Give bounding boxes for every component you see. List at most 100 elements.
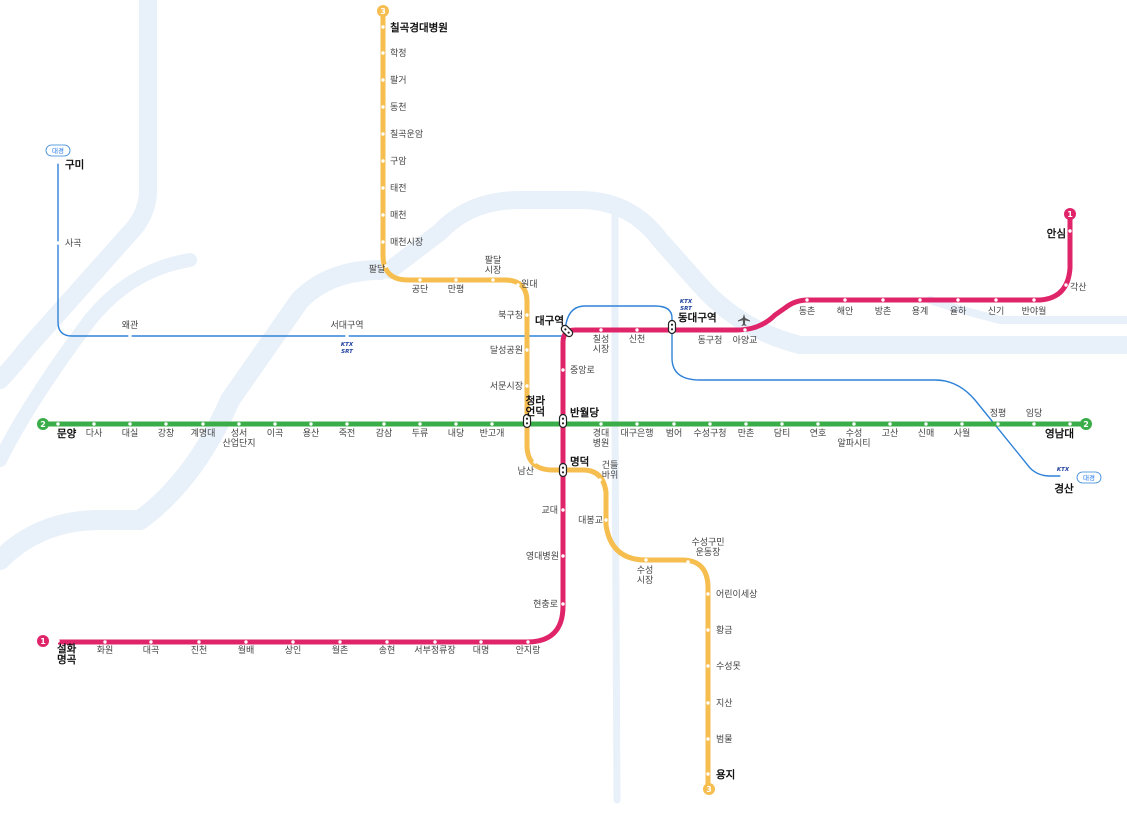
station-igok[interactable]: 이곡 bbox=[267, 428, 284, 439]
station-yulha[interactable]: 율하 bbox=[950, 306, 967, 317]
station-bangchon[interactable]: 방촌 bbox=[875, 306, 892, 317]
station-yonggye[interactable]: 용계 bbox=[912, 305, 929, 317]
station-beommul[interactable]: 범물 bbox=[716, 734, 733, 745]
station-ansim[interactable]: 안심 bbox=[1047, 227, 1066, 240]
station-munyang[interactable]: 문양 bbox=[57, 428, 77, 440]
station-bangogae[interactable]: 반고개 bbox=[480, 428, 505, 439]
transfer-banwoldang[interactable] bbox=[558, 413, 568, 429]
station-manpyeong[interactable]: 만평 bbox=[448, 284, 465, 295]
station-jukjeon[interactable]: 죽전 bbox=[339, 428, 356, 439]
station-hakjeong[interactable]: 학정 bbox=[390, 48, 407, 59]
transfer-cheongna[interactable] bbox=[522, 413, 532, 429]
station-sincheon[interactable]: 신천 bbox=[629, 334, 646, 345]
station-maecheon_market[interactable]: 매천시장 bbox=[390, 237, 423, 248]
station-sagok[interactable]: 사곡 bbox=[65, 238, 82, 249]
station-dongchon[interactable]: 동촌 bbox=[799, 306, 816, 317]
station-wondae[interactable]: 원대 bbox=[521, 279, 538, 290]
station-singi[interactable]: 신기 bbox=[988, 306, 1005, 317]
station-gosan[interactable]: 고산 bbox=[882, 428, 899, 439]
station-myeongdeok[interactable]: 명덕 bbox=[570, 455, 589, 468]
station-imdang[interactable]: 임당 bbox=[1026, 407, 1043, 419]
station-hwanggeum[interactable]: 황금 bbox=[716, 625, 733, 636]
station-taejeon[interactable]: 태전 bbox=[390, 183, 407, 194]
station-dot-palda bbox=[384, 264, 388, 268]
station-jungangno[interactable]: 중앙로 bbox=[570, 364, 595, 376]
station-haean[interactable]: 해안 bbox=[837, 306, 854, 317]
station-guam[interactable]: 구암 bbox=[390, 155, 407, 167]
station-daebong[interactable]: 대봉교 bbox=[578, 515, 603, 526]
station-jincheon[interactable]: 진천 bbox=[191, 645, 208, 656]
station-duryu[interactable]: 두류 bbox=[412, 428, 429, 439]
station-naedang[interactable]: 내당 bbox=[448, 428, 465, 439]
transfer-daegu[interactable] bbox=[560, 324, 574, 338]
transfer-dongdaegu[interactable] bbox=[667, 319, 677, 335]
station-children[interactable]: 어린이세상 bbox=[716, 589, 757, 600]
station-gongdan[interactable]: 공단 bbox=[412, 284, 429, 295]
station-jisan[interactable]: 지산 bbox=[716, 698, 733, 709]
station-daegu_bank[interactable]: 대구은행 bbox=[620, 427, 653, 439]
station-maecheon[interactable]: 매천 bbox=[390, 210, 407, 221]
station-yongji[interactable]: 용지 bbox=[716, 768, 735, 781]
station-yongsan[interactable]: 용산 bbox=[303, 428, 320, 439]
station-dongdaegu_exit[interactable]: 동구청 bbox=[698, 335, 723, 346]
station-dasa[interactable]: 다사 bbox=[86, 428, 103, 439]
station-palgeo[interactable]: 팔거 bbox=[390, 74, 407, 86]
station-daegok[interactable]: 대곡 bbox=[143, 645, 160, 656]
station-seomun[interactable]: 서문시장 bbox=[490, 381, 523, 392]
station-hwawon[interactable]: 화원 bbox=[97, 645, 114, 656]
station-anjirang[interactable]: 안지랑 bbox=[516, 644, 541, 656]
station-gumi[interactable]: 구미 bbox=[65, 158, 84, 171]
station-banwoldang[interactable]: 반월당 bbox=[570, 406, 599, 419]
station-gyodae[interactable]: 교대 bbox=[541, 505, 558, 516]
station-gaksan[interactable]: 각산 bbox=[1070, 281, 1087, 293]
station-suseong_gu[interactable]: 수성구청 bbox=[693, 428, 726, 439]
station-dongcheon[interactable]: 동천 bbox=[390, 102, 407, 113]
station-jeongpyeong[interactable]: 정평 bbox=[990, 408, 1007, 419]
station-sinmae[interactable]: 신매 bbox=[918, 428, 935, 439]
station-suseongmot[interactable]: 수성못 bbox=[716, 661, 741, 672]
station-dalseong[interactable]: 달성공원 bbox=[490, 344, 523, 356]
station-seodaegu[interactable]: 서대구역 bbox=[330, 320, 363, 331]
station-yeonho[interactable]: 연호 bbox=[810, 428, 827, 439]
station-waegwan[interactable]: 왜관 bbox=[122, 320, 139, 331]
station-gyemyeong[interactable]: 계명대 bbox=[191, 427, 216, 439]
station-seobu[interactable]: 서부정류장 bbox=[414, 645, 455, 656]
station-songhyeon[interactable]: 송현 bbox=[379, 645, 396, 656]
station-gangchang[interactable]: 강창 bbox=[158, 428, 175, 439]
station-palda[interactable]: 팔달 bbox=[369, 263, 386, 275]
station-sawol[interactable]: 사월 bbox=[954, 427, 971, 439]
station-beomeo[interactable]: 범어 bbox=[666, 428, 683, 439]
station-yeungnam[interactable]: 영남대 bbox=[1045, 427, 1074, 440]
station-wolbae[interactable]: 월배 bbox=[238, 644, 255, 656]
station-ayanggyo[interactable]: 아양교 bbox=[733, 335, 758, 346]
station-sangin[interactable]: 상인 bbox=[285, 645, 302, 656]
station-chilgok_unam[interactable]: 칠곡운암 bbox=[390, 128, 423, 140]
station-dongdaegu[interactable]: 동대구역 bbox=[678, 311, 717, 324]
station-namsan[interactable]: 남산 bbox=[517, 466, 534, 477]
station-yeongdae[interactable]: 영대병원 bbox=[526, 551, 559, 562]
station-banyawol[interactable]: 반야월 bbox=[1022, 305, 1047, 317]
transfer-myeongdeok[interactable] bbox=[558, 462, 568, 478]
ktx-mark-seodaegu: KTX SRT bbox=[341, 342, 354, 355]
station-manchon[interactable]: 만촌 bbox=[738, 428, 755, 439]
station-daemyeong[interactable]: 대명 bbox=[473, 645, 490, 656]
station-hyeonchungno[interactable]: 현충로 bbox=[533, 599, 558, 610]
station-daesil[interactable]: 대실 bbox=[122, 428, 139, 439]
station-daegu[interactable]: 대구역 bbox=[535, 314, 564, 327]
station-bukgu[interactable]: 북구청 bbox=[498, 310, 523, 321]
station-damti[interactable]: 담티 bbox=[774, 427, 791, 439]
station-gyeongsan[interactable]: 경산 bbox=[1054, 482, 1074, 495]
station-chilgok[interactable]: 칠곡경대병원 bbox=[390, 21, 448, 34]
station-gamsam[interactable]: 감삼 bbox=[376, 427, 393, 439]
station-wolchon[interactable]: 월촌 bbox=[332, 644, 349, 656]
